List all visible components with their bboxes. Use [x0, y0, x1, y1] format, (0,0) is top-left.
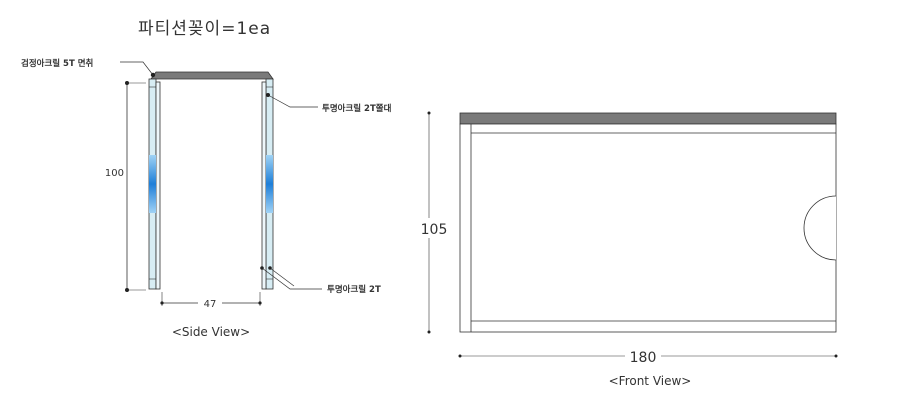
- callout-dot-panel-2: [268, 266, 272, 270]
- side-right-holder: [261, 81, 267, 290]
- callout-line-holder: [267, 94, 318, 108]
- front-width-dot-left: [458, 354, 462, 358]
- label-top-cap: 검정아크릴 5T 면취: [21, 58, 93, 69]
- front-finger-cutout: [803, 195, 837, 261]
- front-height-dot-bottom: [427, 330, 431, 334]
- label-panel: 투명아크릴 2T: [327, 284, 381, 295]
- front-height-dot-top: [427, 111, 431, 115]
- callout-dot-top-cap: [150, 72, 156, 78]
- front-width-label-bg: [625, 347, 661, 365]
- front-width-value: 180: [630, 350, 657, 366]
- side-top-cap: [150, 71, 274, 80]
- side-right-blue-accent: [266, 155, 273, 213]
- callout-line-panel-2: [269, 267, 295, 287]
- side-width-dot-left: [160, 301, 164, 305]
- front-view-caption: <Front View>: [609, 374, 692, 388]
- front-height-value: 105: [421, 222, 448, 238]
- side-left-holder: [155, 81, 161, 290]
- side-view: 100 47 검정아크릴 5T 면취 투명아크릴 2T쫄대 투명아크릴 2T: [21, 58, 392, 339]
- callout-line-panel-1: [261, 267, 322, 290]
- side-height-value: 100: [105, 168, 124, 179]
- side-height-dot-bottom: [125, 288, 129, 292]
- front-outer-frame: [459, 123, 837, 333]
- side-height-dot-top: [125, 81, 129, 85]
- label-holder: 투명아크릴 2T쫄대: [322, 103, 392, 114]
- side-width-value: 47: [204, 299, 217, 310]
- front-height-label-bg: [415, 218, 445, 238]
- callout-line-top-cap: [120, 61, 154, 76]
- front-top-cap: [459, 112, 837, 125]
- front-view: 105 180 <Front View>: [415, 111, 838, 388]
- callout-dot-holder: [266, 93, 270, 97]
- callout-dot-panel-1: [260, 266, 264, 270]
- drawing-title: 파티션꽂이=1ea: [138, 19, 272, 39]
- side-width-dot-right: [258, 301, 262, 305]
- side-width-label-bg: [198, 297, 222, 309]
- side-view-caption: <Side View>: [172, 325, 250, 339]
- side-left-blue-accent: [149, 155, 156, 213]
- front-width-dot-right: [834, 354, 838, 358]
